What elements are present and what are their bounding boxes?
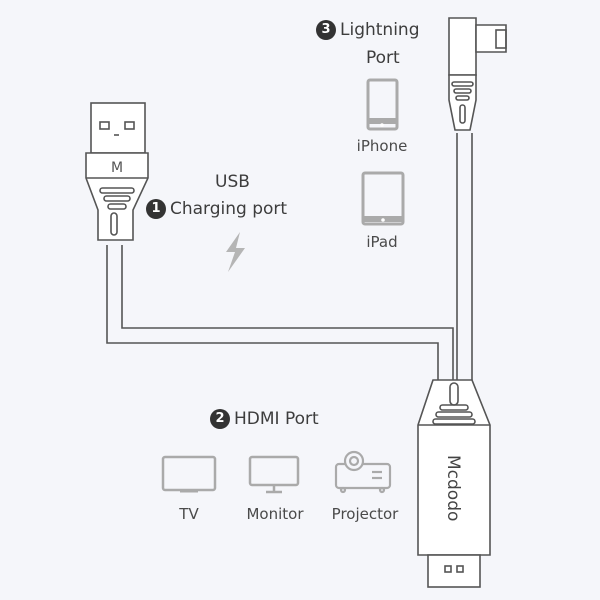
ipad-label: iPad — [366, 233, 398, 251]
badge-1: 1 — [146, 199, 166, 219]
badge-3: 3 — [316, 20, 336, 40]
usb-cable — [106, 245, 439, 380]
lightning-port-subtitle: Port — [366, 48, 400, 68]
lightning-bolt-icon — [226, 232, 245, 272]
brand-text: Mcdodo — [443, 455, 463, 521]
usb-connector — [85, 102, 149, 241]
iphone-icon — [366, 78, 399, 131]
monitor-icon — [248, 455, 300, 494]
usb-port-title: USB — [215, 172, 250, 192]
badge-2: 2 — [210, 409, 230, 429]
lightning-cable — [456, 133, 473, 380]
projector-label: Projector — [331, 505, 399, 523]
monitor-label: Monitor — [246, 505, 304, 523]
ipad-icon — [361, 171, 405, 226]
hdmi-connector — [417, 379, 491, 588]
iphone-label: iPhone — [356, 137, 408, 155]
lightning-connector — [448, 17, 507, 131]
projector-icon — [334, 450, 392, 494]
tv-label: TV — [179, 505, 199, 523]
tv-icon — [161, 455, 217, 493]
brand-logo: M — [111, 160, 123, 176]
